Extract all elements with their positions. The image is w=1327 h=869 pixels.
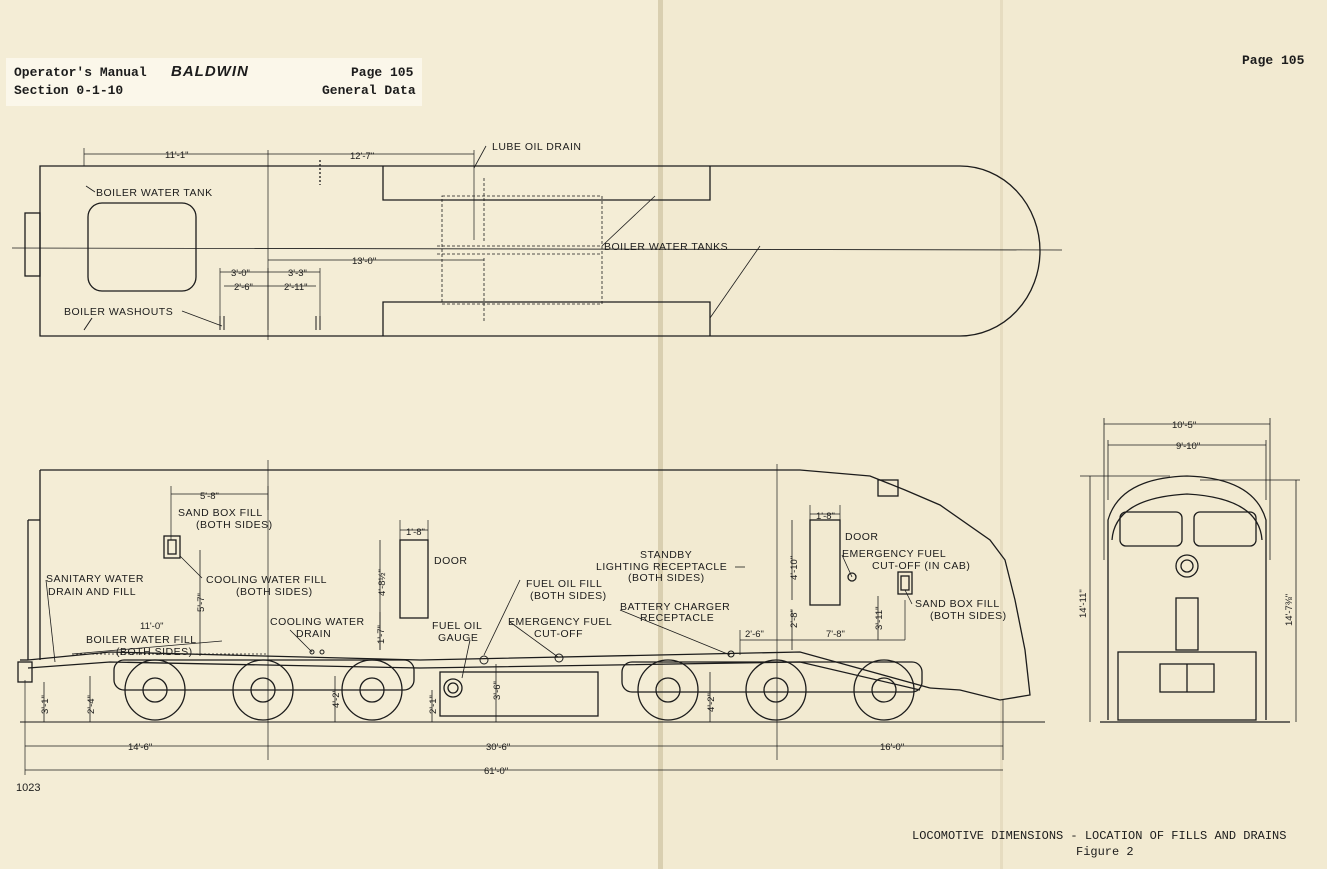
- top-view-dimension-lines: [84, 145, 761, 327]
- dim-side-4-2-rear: 4'-2": [706, 693, 717, 712]
- label-cut-off-in-cab: CUT-OFF (IN CAB): [872, 560, 970, 572]
- dim-side-16-0: 16'-0": [880, 742, 904, 753]
- figure-number: Figure 2: [1076, 845, 1134, 859]
- side-view-labels: SAND BOX FILL (BOTH SIDES) DOOR STANDBY …: [40, 491, 1007, 777]
- top-view-outline: [11, 148, 1063, 340]
- label-lighting-receptacle: LIGHTING RECEPTACLE: [596, 561, 727, 573]
- manual-title: Operator's Manual: [14, 65, 147, 80]
- right-page-number: Page 105: [1242, 53, 1305, 68]
- label-boiler-water-tank: BOILER WATER TANK: [96, 187, 213, 199]
- label-boiler-water-fill: BOILER WATER FILL: [86, 634, 197, 646]
- dim-side-3-6: 3'-6": [492, 681, 503, 700]
- dim-top-12-7: 12'-7": [350, 151, 374, 162]
- dim-top-11-1: 11'-1": [165, 150, 189, 161]
- side-view-dimension-lines: [25, 493, 1003, 771]
- dim-top-3-0: 3'-0": [231, 268, 250, 279]
- label-sand-box-fill-cab: SAND BOX FILL: [915, 598, 1000, 610]
- dim-side-3-11: 3'-11": [874, 607, 885, 631]
- label-fuel-oil-fill-sides: (BOTH SIDES): [530, 590, 607, 602]
- dim-side-2-8: 2'-8": [789, 609, 800, 628]
- label-boiler-washouts: BOILER WASHOUTS: [64, 306, 173, 318]
- dim-top-13-0: 13'-0": [352, 256, 376, 267]
- label-sanitary-water: SANITARY WATER: [46, 573, 144, 585]
- dim-side-1-8-door: 1'-8": [406, 527, 425, 538]
- dim-top-2-6: 2'-6": [234, 282, 253, 293]
- dim-side-61-0: 61'-0": [484, 766, 508, 777]
- side-view-body: [17, 469, 1031, 717]
- label-drain-and-fill: DRAIN AND FILL: [48, 586, 136, 598]
- label-door: DOOR: [434, 555, 468, 567]
- dim-end-9-10: 9'-10": [1176, 441, 1200, 452]
- small-fittings: [309, 649, 735, 665]
- drawing-number: 1023: [16, 782, 41, 794]
- dim-end-14-11: 14'-11": [1078, 589, 1089, 618]
- dim-side-11-0: 11'-0": [140, 621, 164, 632]
- label-standby: STANDBY: [640, 549, 692, 561]
- label-sand-box-fill: SAND BOX FILL: [178, 507, 263, 519]
- dim-side-5-7: 5'-7": [196, 593, 207, 612]
- page-fold: [1000, 0, 1003, 869]
- label-battery-charger: BATTERY CHARGER: [620, 601, 730, 613]
- dim-side-2-4: 2'-4": [86, 695, 97, 714]
- header-page-number: Page 105: [351, 65, 414, 80]
- dim-side-4-2-front: 4'-2": [331, 689, 342, 708]
- page-gutter: [658, 0, 663, 869]
- label-cooling-water: COOLING WATER: [270, 616, 365, 628]
- top-view-labels: LUBE OIL DRAIN BOILER WATER TANK BOILER …: [64, 141, 728, 318]
- label-emergency-fuel-cab: EMERGENCY FUEL: [842, 548, 946, 560]
- label-door-cab: DOOR: [845, 531, 879, 543]
- manual-header: Operator's Manual BALDWIN Page 105 Secti…: [6, 58, 422, 106]
- label-standby-sides: (BOTH SIDES): [628, 572, 705, 584]
- dim-side-5-8: 5'-8": [200, 491, 219, 502]
- dim-side-1-7: 1'-7": [376, 625, 387, 644]
- end-view-dimension-lines: [1080, 418, 1300, 722]
- figure-title: LOCOMOTIVE DIMENSIONS - LOCATION OF FILL…: [912, 829, 1287, 843]
- dim-side-2-1: 2'-1": [428, 695, 439, 714]
- dim-side-3-1: 3'-1": [40, 695, 51, 714]
- label-fuel-oil: FUEL OIL: [432, 620, 482, 632]
- dim-top-3-3: 3'-3": [288, 268, 307, 279]
- dim-side-1-8-cab-door: 1'-8": [816, 511, 835, 522]
- dim-side-30-6: 30'-6": [486, 742, 510, 753]
- section-number: Section 0-1-10: [14, 83, 124, 98]
- section-subject: General Data: [322, 83, 416, 98]
- dim-top-2-11: 2'-11": [284, 282, 308, 293]
- label-cooling-drain: DRAIN: [296, 628, 331, 640]
- end-view-labels: 10'-5" 9'-10" 14'-11" 14'-7⅜": [1078, 420, 1295, 626]
- label-sand-box-fill-sides: (BOTH SIDES): [196, 519, 273, 531]
- label-receptacle: RECEPTACLE: [640, 612, 714, 624]
- label-cooling-water-fill: COOLING WATER FILL: [206, 574, 327, 586]
- dim-end-14-7-three-eighths: 14'-7⅜": [1284, 594, 1295, 626]
- dim-end-10-5: 10'-5": [1172, 420, 1196, 431]
- dim-side-7-8: 7'-8": [826, 629, 845, 640]
- label-fuel-oil-fill: FUEL OIL FILL: [526, 578, 602, 590]
- side-view-wheels: [20, 659, 1045, 723]
- dim-side-4-10: 4'-10": [789, 556, 800, 580]
- label-cut-off: CUT-OFF: [534, 628, 583, 640]
- side-view-reference-lines: [24, 460, 1004, 775]
- label-lube-oil-drain: LUBE OIL DRAIN: [492, 141, 581, 153]
- label-boiler-water-tanks: BOILER WATER TANKS: [604, 241, 728, 253]
- label-cooling-fill-sides: (BOTH SIDES): [236, 586, 313, 598]
- boiler-washout-marks: [83, 316, 321, 331]
- label-emergency-fuel: EMERGENCY FUEL: [508, 616, 612, 628]
- dim-side-4-8-half: 4'-8½": [377, 569, 388, 596]
- label-gauge: GAUGE: [438, 632, 478, 644]
- right-page: [662, 0, 1327, 869]
- left-page: [0, 0, 660, 869]
- label-boiler-fill-sides: (BOTH SIDES): [116, 646, 193, 658]
- label-sand-box-cab-sides: (BOTH SIDES): [930, 610, 1007, 622]
- brand-name: BALDWIN: [171, 63, 249, 80]
- dim-side-14-6: 14'-6": [128, 742, 152, 753]
- dim-side-2-6: 2'-6": [745, 629, 764, 640]
- end-view-outline: [1100, 475, 1290, 723]
